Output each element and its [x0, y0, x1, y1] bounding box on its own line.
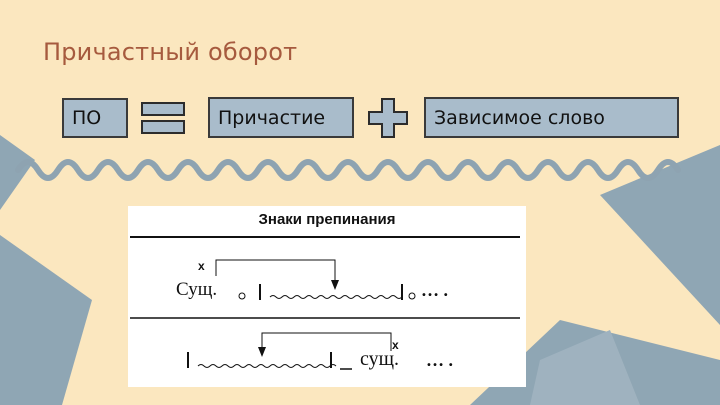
scheme-1-diagram — [216, 260, 415, 300]
scheme-2-ellipsis: … . — [426, 350, 453, 371]
punctuation-panel: Знаки препинания х Сущ. … . х сущ. … — [128, 206, 526, 387]
po-box: ПО — [62, 98, 128, 138]
scheme-1-arrow-head — [331, 280, 339, 290]
scheme-1-comma-left — [239, 293, 245, 299]
scheme-2-noun: сущ. — [360, 348, 399, 371]
scheme-1-noun: Сущ. — [176, 279, 217, 301]
scheme-1-mark-x: х — [198, 259, 205, 273]
scheme-1-comma-right — [409, 293, 415, 299]
participle-box: Причастие — [208, 97, 354, 138]
plus-icon — [367, 97, 409, 139]
page-title: Причастный оборот — [43, 38, 297, 66]
bg-shape-left-lower — [0, 235, 92, 405]
wavy-divider — [18, 162, 678, 178]
scheme-1-wavy — [270, 296, 402, 299]
scheme-1-arrow-line — [216, 260, 335, 284]
equals-icon — [140, 101, 186, 135]
dependent-word-box: Зависимое слово — [424, 97, 679, 138]
scheme-1-ellipsis: … . — [421, 280, 448, 301]
scheme-2-arrow-head — [258, 347, 266, 357]
scheme-2-wavy — [198, 365, 336, 368]
